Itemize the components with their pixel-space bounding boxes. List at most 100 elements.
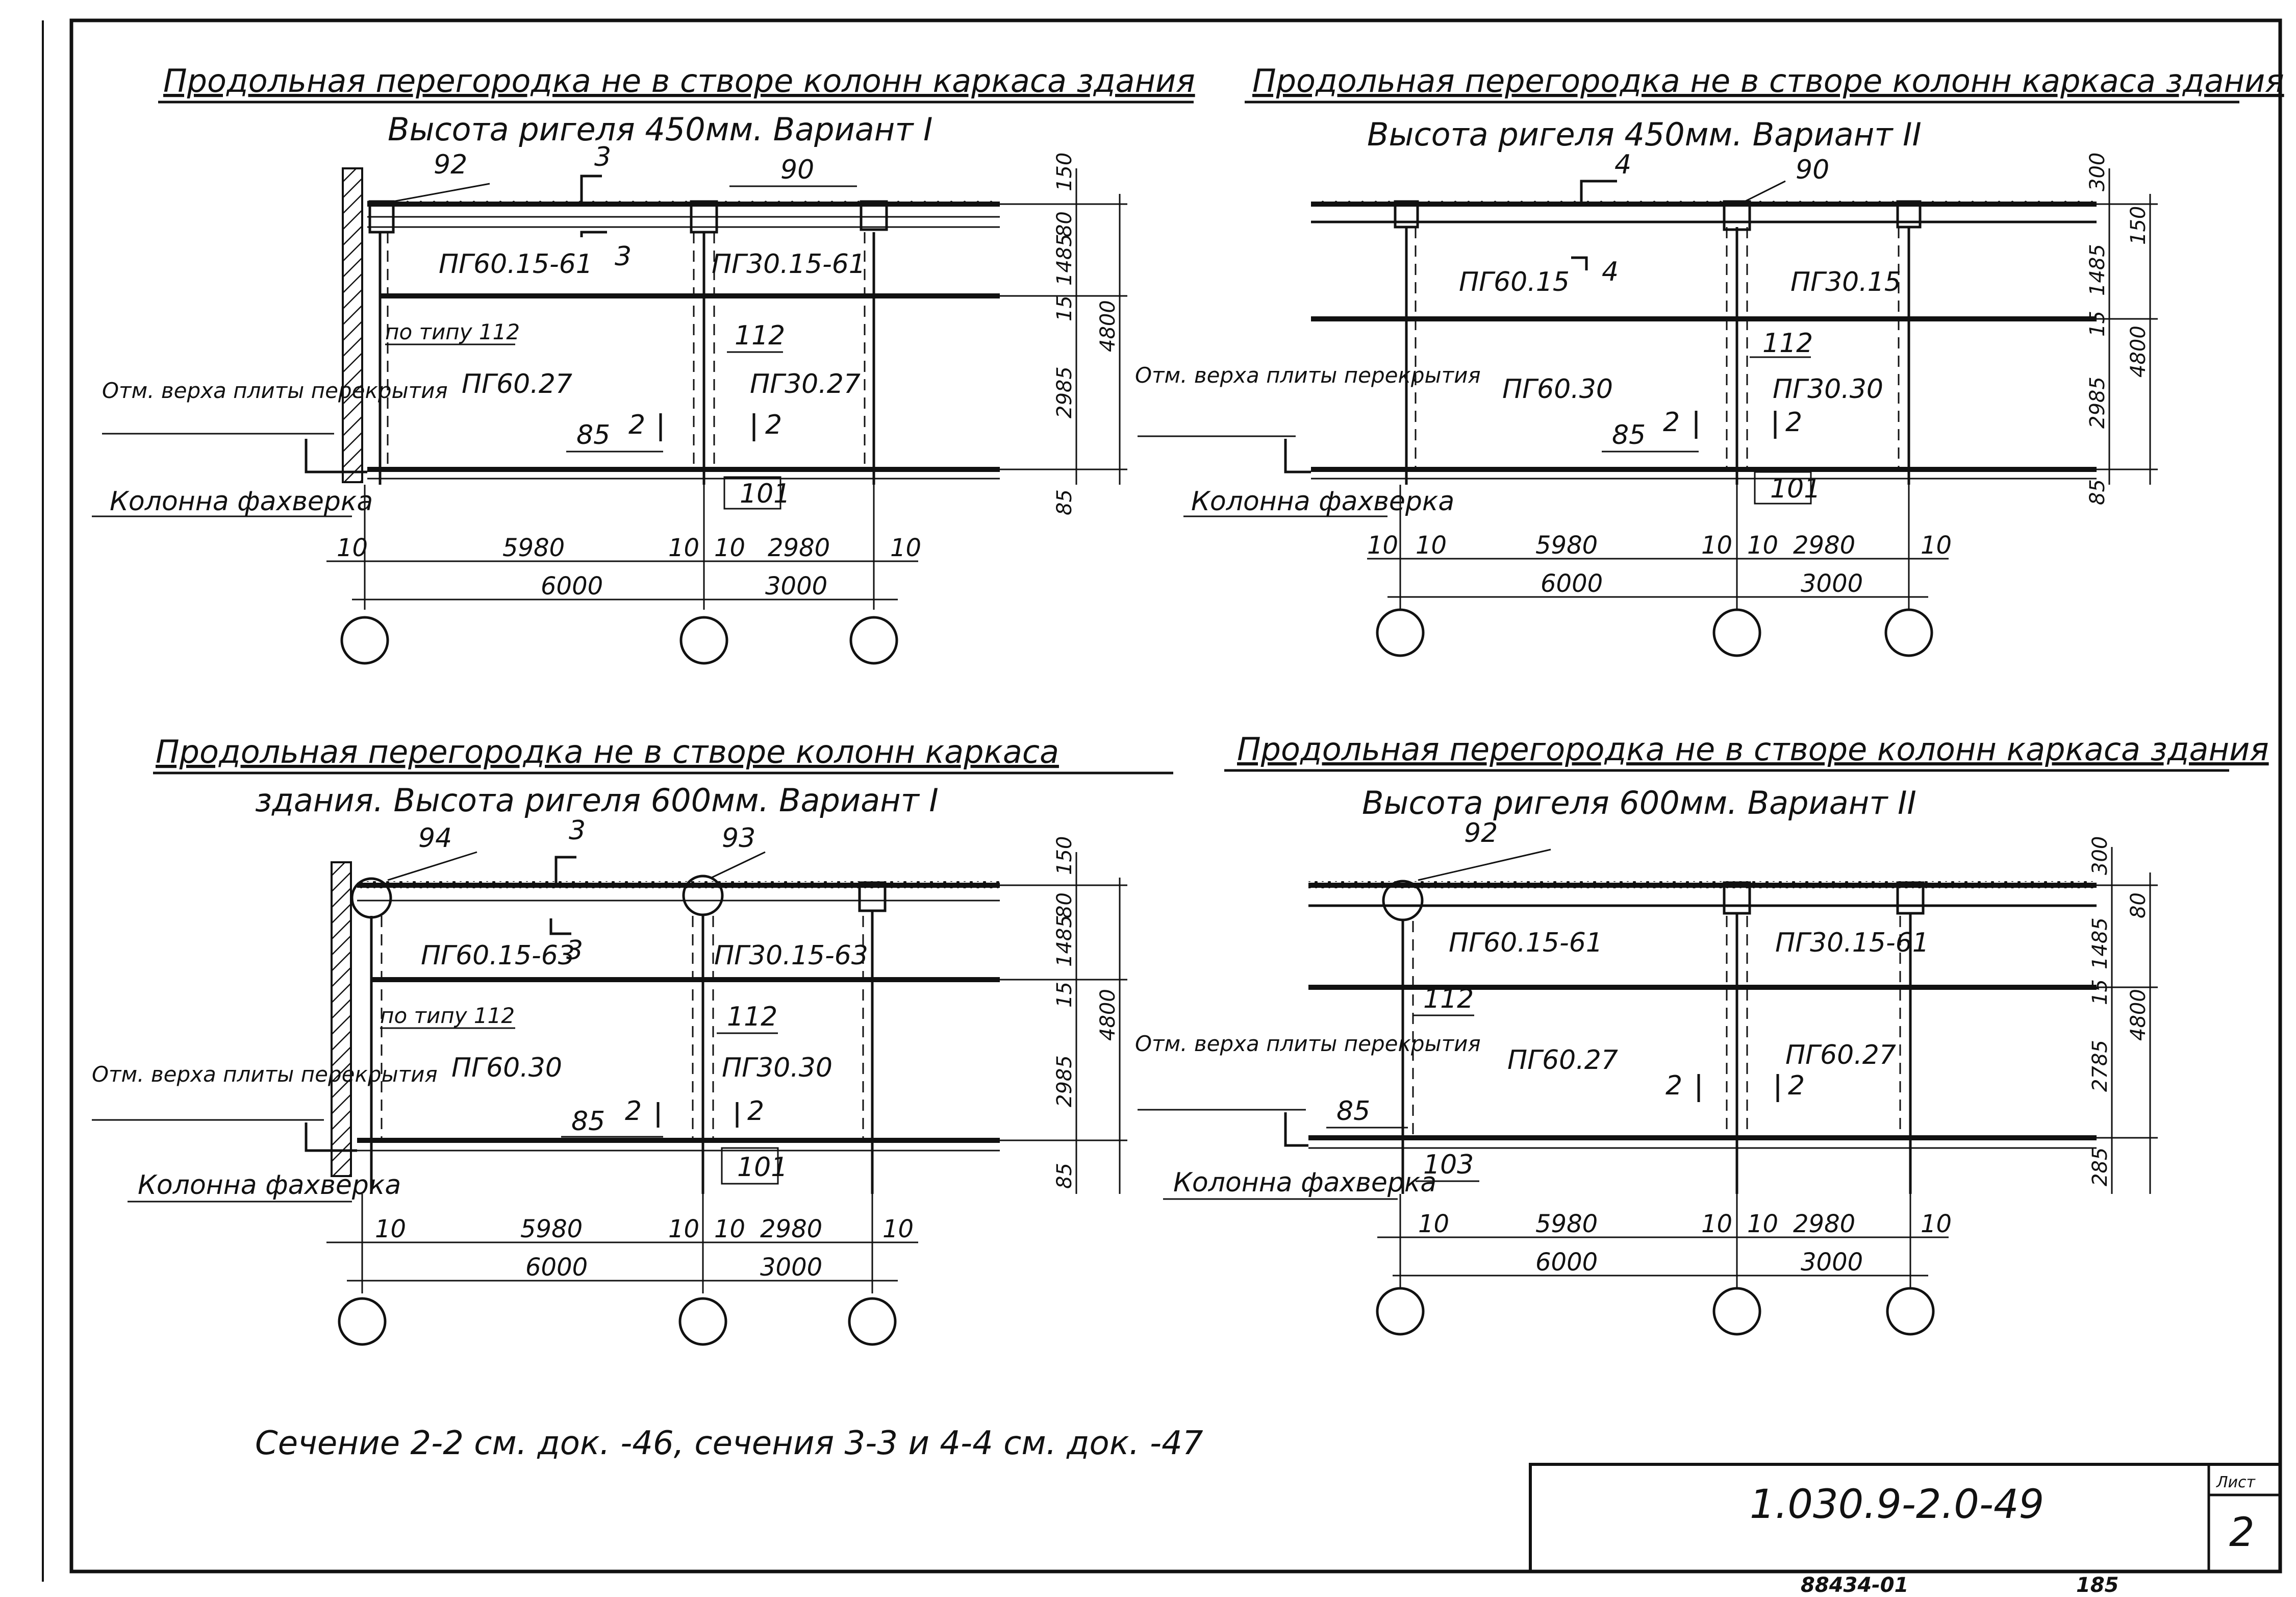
panel-label: ПГ60.15-61 — [1449, 928, 1603, 958]
panel-label: ПГ30.15-61 — [712, 249, 866, 280]
view-2-subtitle: Высота ригеля 450мм. Вариант II — [1367, 116, 1922, 153]
level-label: Отм. верха плиты перекрытия — [102, 378, 448, 403]
section-mark: 2 — [747, 1096, 764, 1127]
node-label: 112 — [735, 320, 785, 351]
hdim: 2980 — [1793, 1210, 1855, 1238]
hdim: 10 — [714, 534, 745, 562]
view-1-title: Продольная перегородка не в створе колон… — [163, 62, 1195, 99]
axis-marker — [1884, 608, 1933, 657]
hdim: 5980 — [502, 534, 565, 562]
hdim: 2980 — [760, 1215, 822, 1243]
view-1: Продольная перегородка не в створе колон… — [92, 62, 1195, 665]
view-3-subtitle: здания. Высота ригеля 600мм. Вариант I — [255, 782, 939, 819]
section-mark: 2 — [1785, 407, 1802, 438]
vdim: 2985 — [1053, 366, 1076, 418]
footer-note: Сечение 2-2 см. док. -46, сечения 3-3 и … — [255, 1425, 1203, 1462]
panel-label: ПГ60.27 — [1507, 1045, 1618, 1076]
hdim: 10 — [1418, 1210, 1449, 1238]
vdim: 80 — [1053, 892, 1076, 918]
axis-marker — [848, 1297, 897, 1346]
column-label: Колонна фахверка — [110, 486, 373, 517]
hdim: 3000 — [1801, 1248, 1863, 1277]
view-3-title: Продольная перегородка не в створе колон… — [156, 733, 1059, 770]
node-label: 85 — [571, 1106, 605, 1137]
panel-label: ПГ60.27 — [1785, 1040, 1896, 1070]
node-label: 112 — [1762, 328, 1813, 359]
type-note: по типу 112 — [385, 319, 520, 344]
hdim: 10 — [1367, 531, 1398, 560]
hdim: 10 — [1416, 531, 1447, 560]
vdim: 15 — [1053, 295, 1076, 321]
sheet-number: 2 — [2229, 1510, 2255, 1556]
vdim: 150 — [1053, 836, 1076, 875]
type-note: по типу 112 — [380, 1003, 515, 1028]
title-block: Лист 2 1.030.9-2.0-49 — [1529, 1463, 2282, 1573]
panel-label: ПГ60.15-61 — [439, 249, 593, 280]
section-mark: 3 — [594, 142, 611, 172]
vdim: 300 — [2088, 836, 2112, 875]
callout: 92 — [1464, 818, 1498, 849]
hdim: 10 — [1747, 1210, 1778, 1238]
panel-label: ПГ60.30 — [451, 1053, 562, 1083]
view-4: Продольная перегородка не в створе колон… — [1135, 731, 2269, 1336]
vdim: 300 — [2086, 153, 2109, 191]
section-mark: 2 — [628, 410, 645, 440]
section-mark: 3 — [566, 935, 583, 966]
axis-marker — [849, 616, 898, 665]
hdim: 3000 — [765, 572, 827, 601]
section-mark: 3 — [615, 241, 632, 272]
hdim: 6000 — [1535, 1248, 1598, 1277]
vdim: 4800 — [1096, 989, 1120, 1041]
hdim: 2980 — [768, 534, 830, 562]
panel-label: ПГ30.30 — [1773, 374, 1883, 405]
panel-label: ПГ60.15-63 — [421, 940, 575, 971]
node-label: 85 — [1336, 1096, 1370, 1127]
vdim: 150 — [2127, 206, 2150, 245]
node-label: 85 — [1612, 420, 1646, 451]
vdim: 1485 — [2086, 244, 2109, 296]
view-4-subtitle: Высота ригеля 600мм. Вариант II — [1362, 784, 1916, 821]
vdim: 2985 — [1053, 1055, 1076, 1107]
hdim: 10 — [1921, 1210, 1952, 1238]
axis-marker — [679, 616, 728, 665]
vdim: 1485 — [2088, 917, 2112, 969]
hdim: 6000 — [525, 1253, 588, 1282]
wall-hatch — [342, 167, 363, 483]
view-1-subtitle: Высота ригеля 450мм. Вариант I — [388, 111, 932, 148]
hdim: 10 — [714, 1215, 745, 1243]
vdim: 150 — [1053, 153, 1076, 191]
hdim: 3000 — [760, 1253, 822, 1282]
node-label: 85 — [576, 420, 610, 451]
beam-node — [368, 200, 395, 234]
vdim: 15 — [2086, 311, 2109, 337]
beam-node — [860, 200, 888, 231]
node-label: 101 — [737, 1152, 788, 1183]
section-mark: 2 — [1666, 1070, 1682, 1101]
axis-marker — [340, 616, 389, 665]
column-label: Колонна фахверка — [1173, 1167, 1436, 1198]
beam-node — [1382, 880, 1424, 921]
beam-node — [682, 875, 724, 916]
level-label: Отм. верха плиты перекрытия — [92, 1062, 438, 1087]
hdim: 10 — [668, 534, 699, 562]
view-2-title: Продольная перегородка не в створе колон… — [1252, 62, 2284, 99]
callout: 92 — [434, 149, 467, 180]
panel-label: ПГ60.27 — [462, 369, 572, 400]
hdim: 10 — [1921, 531, 1952, 560]
axis-marker — [338, 1297, 387, 1346]
column-label: Колонна фахверка — [1191, 486, 1454, 517]
node-label: 112 — [1423, 984, 1474, 1014]
axis-marker — [1712, 608, 1761, 657]
hdim: 10 — [375, 1215, 406, 1243]
panel-label: ПГ30.15-61 — [1775, 928, 1929, 958]
axis-marker — [1376, 608, 1425, 657]
hdim: 10 — [1701, 531, 1732, 560]
hdim: 5980 — [1535, 1210, 1598, 1238]
section-mark: 2 — [1663, 407, 1680, 438]
column-label: Колонна фахверка — [138, 1170, 401, 1201]
vdim: 15 — [1053, 982, 1076, 1008]
hdim: 10 — [337, 534, 368, 562]
bottom-mark: 185 — [2076, 1574, 2119, 1597]
wall-hatch — [331, 861, 352, 1177]
